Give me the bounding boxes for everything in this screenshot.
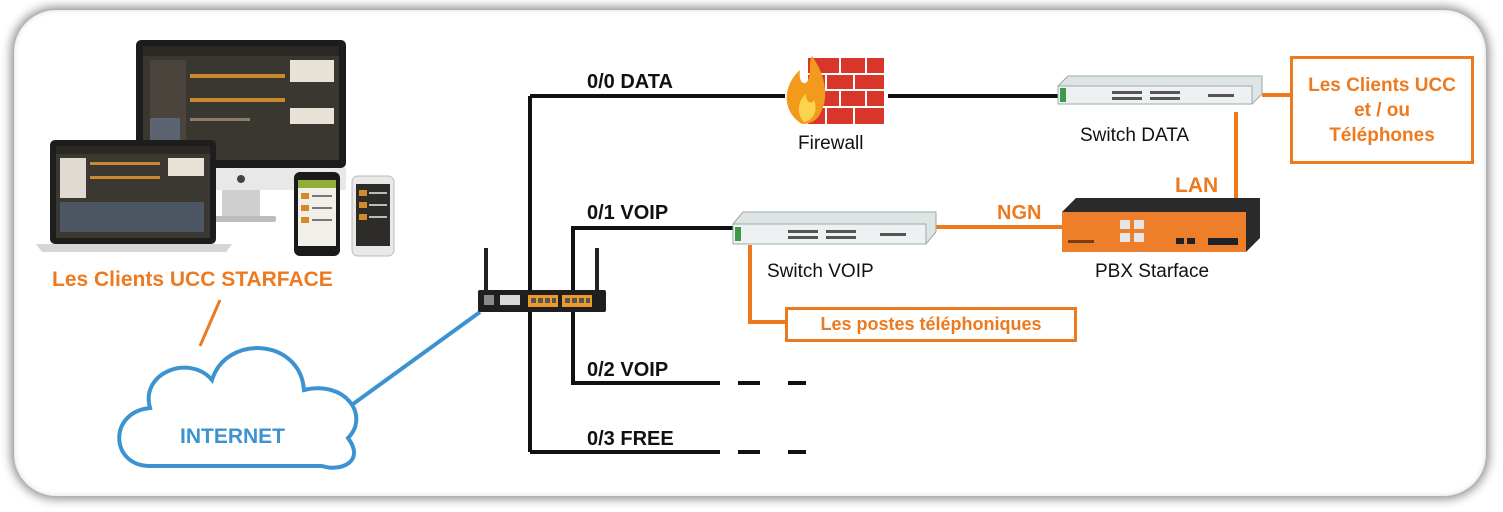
- postes-telephoniques-box: Les postes téléphoniques: [785, 307, 1077, 342]
- firewall-icon: [786, 56, 884, 124]
- switch-voip-icon: [732, 211, 937, 245]
- clients-ucc-box: Les Clients UCC et / ou Téléphones: [1290, 56, 1474, 164]
- lan-label: LAN: [1175, 174, 1219, 197]
- clients-ucc-line-2: et / ou: [1354, 99, 1410, 121]
- switch-data-label: Switch DATA: [1080, 125, 1190, 146]
- switch-voip-to-postes-line: [748, 245, 785, 324]
- laptop: [36, 140, 232, 252]
- smartphone-large: [294, 172, 340, 256]
- firewall-label: Firewall: [798, 133, 864, 154]
- desktop-monitor: [136, 40, 346, 222]
- router-icon: [478, 248, 606, 312]
- clients-ucc-line-1: Les Clients UCC: [1308, 74, 1456, 96]
- port-2-voip-label: 0/2 VOIP: [587, 359, 669, 381]
- ngn-label: NGN: [997, 202, 1042, 224]
- port-2-voip-line: [571, 312, 720, 385]
- internet-to-router-line: [340, 310, 482, 414]
- clients-ucc-starface-label: Les Clients UCC STARFACE: [52, 268, 333, 291]
- smartphone-small: [351, 175, 395, 257]
- postes-telephoniques-label: Les postes téléphoniques: [820, 314, 1042, 334]
- switch-voip-label: Switch VOIP: [767, 261, 874, 282]
- switch-data-icon: [1057, 75, 1263, 105]
- port-1-voip-label: 0/1 VOIP: [587, 202, 669, 224]
- clients-to-cloud-line: [198, 299, 222, 347]
- port-1-voip-line: [571, 226, 735, 290]
- clients-ucc-line-3: Téléphones: [1329, 124, 1435, 146]
- port-0-data-label: 0/0 DATA: [587, 71, 673, 93]
- port-3-free-label: 0/3 FREE: [587, 428, 674, 450]
- pbx-starface-label: PBX Starface: [1095, 261, 1210, 282]
- connections: [198, 93, 1290, 454]
- internet-label: INTERNET: [180, 425, 285, 448]
- pbx-starface-icon: [1062, 198, 1260, 252]
- internet-cloud-icon: [117, 346, 359, 470]
